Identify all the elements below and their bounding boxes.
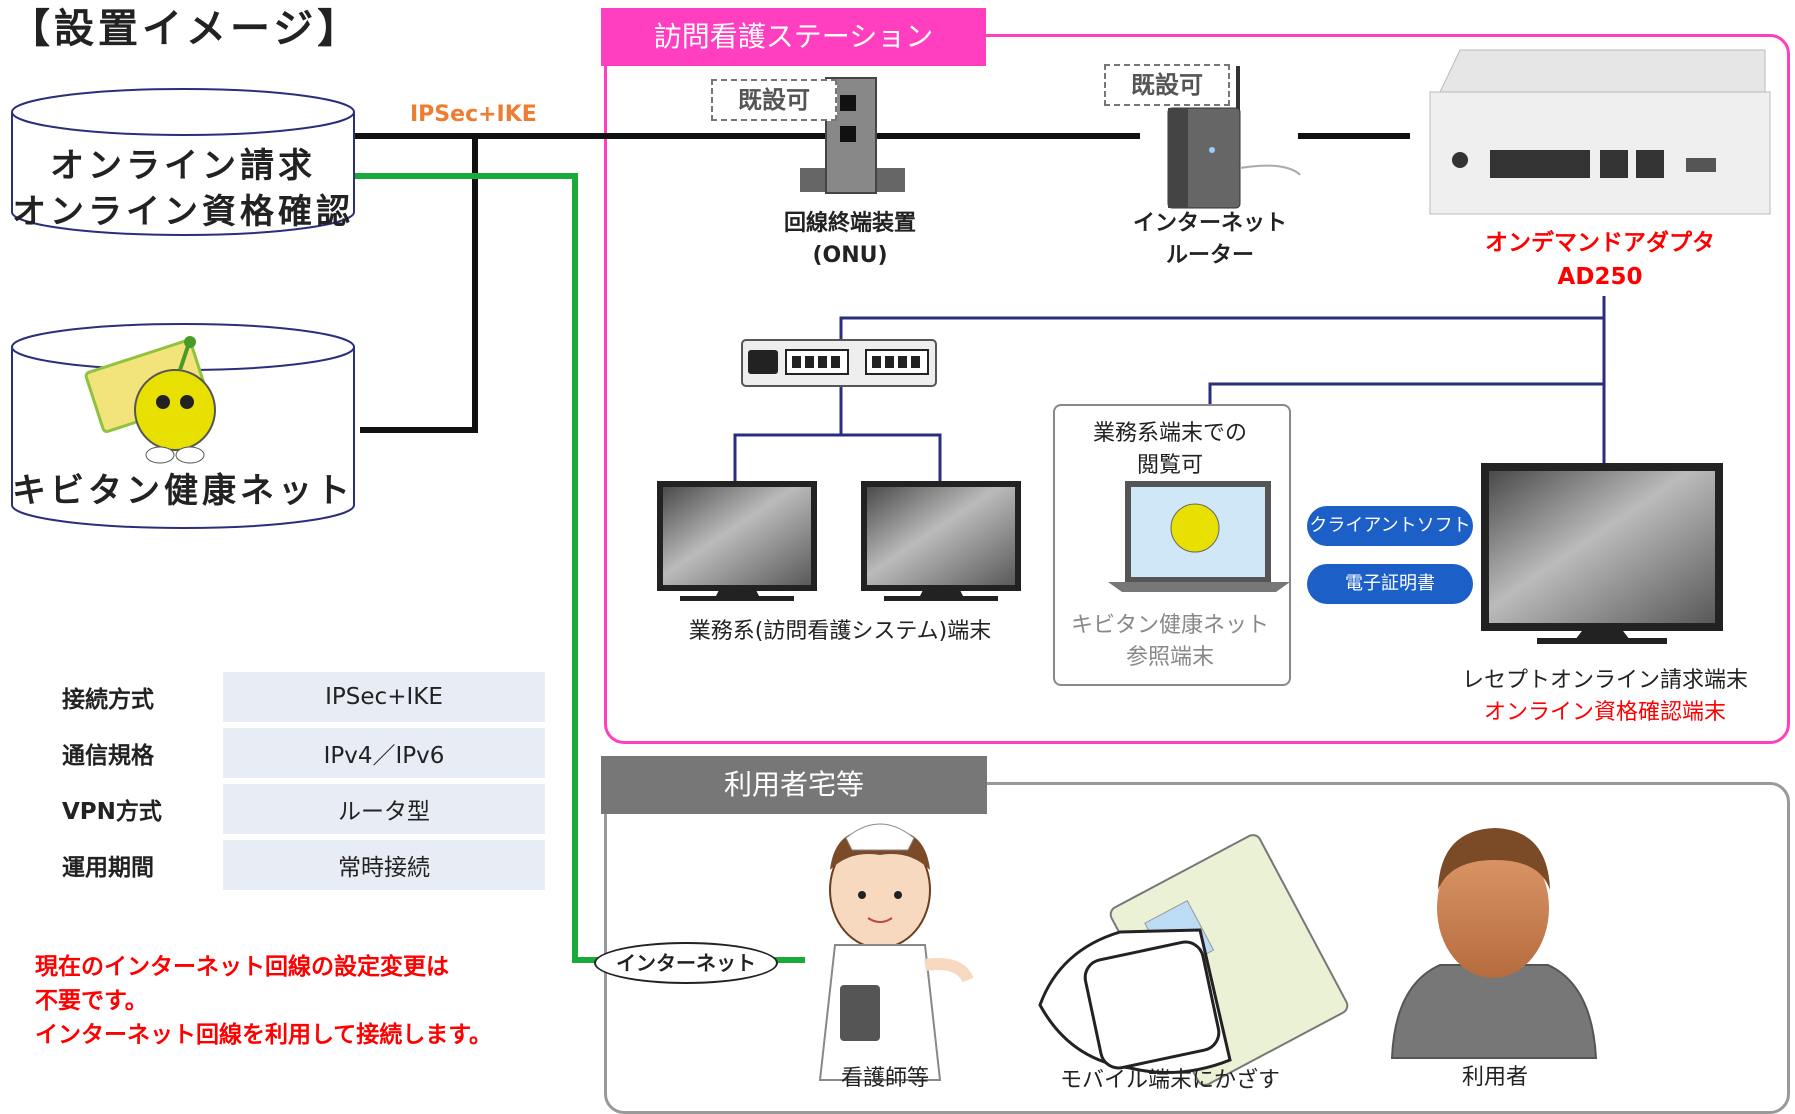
spec-row: 運用期間 常時接続 (12, 840, 545, 890)
spec-value: ルータ型 (223, 784, 545, 834)
client-software-pill: クライアントソフト (1307, 506, 1473, 546)
page-title: 【設置イメージ】 (10, 6, 362, 52)
kibitan-mascot-icon (84, 336, 216, 464)
kibitan-terminal-box (1053, 404, 1291, 686)
mobile-card-icon (1038, 834, 1349, 1086)
ipsec-line (355, 133, 1410, 433)
setup-note-line2: 不要です。 (35, 988, 148, 1014)
setup-note: 現在のインターネット回線の設定変更は 不要です。 インターネット回線を利用して接… (35, 950, 595, 1052)
online-db-line1: オンライン請求 (50, 146, 316, 186)
kibitan-terminal-line2: 参照端末 (1125, 645, 1214, 670)
protocol-label: IPSec+IKE (410, 102, 537, 127)
spec-value: IPv4／IPv6 (223, 728, 545, 778)
spec-table: 接続方式 IPSec+IKE 通信規格 IPv4／IPv6 VPN方式 ルータ型… (12, 666, 545, 896)
home-tab: 利用者宅等 (601, 756, 987, 814)
kibitan-terminal-line1: キビタン健康ネット (1070, 613, 1269, 638)
onu-label-line2: (ONU) (812, 243, 888, 268)
kibitan-db-label: キビタン健康ネット (12, 471, 354, 511)
onu-label: 回線終端装置 (ONU) (740, 208, 960, 272)
router-label-line2: ルーター (1165, 243, 1254, 268)
adapter-label-line2: AD250 (1557, 264, 1643, 290)
laptop-icon (1108, 481, 1290, 592)
internet-badge: インターネット (594, 942, 778, 984)
receipt-terminal-line2: オンライン資格確認端末 (1483, 700, 1726, 725)
spec-value: 常時接続 (223, 840, 545, 890)
adapter-label-line1: オンデマンドアダプタ (1485, 230, 1715, 256)
viewing-label-line1: 業務系端末での (1092, 421, 1247, 446)
home-frame (604, 782, 1790, 1114)
viewing-label-line2: 閲覧可 (1136, 453, 1203, 478)
setup-note-line1: 現在のインターネット回線の設定変更は (35, 954, 449, 980)
spec-key: 接続方式 (62, 687, 154, 713)
existing-ok-router-badge: 既設可 (1104, 64, 1230, 106)
station-tab: 訪問看護ステーション (601, 8, 986, 66)
user-label: 利用者 (1461, 1065, 1528, 1090)
business-monitor-icon (861, 481, 1021, 601)
business-monitor-icon (657, 481, 817, 601)
adapter-device-icon (1429, 49, 1771, 215)
business-terminals-label: 業務系(訪問看護システム)端末 (688, 619, 992, 644)
nurse-label: 看護師等 (840, 1066, 929, 1091)
hub-device-icon (741, 339, 937, 387)
kibitan-terminal-label: キビタン健康ネット 参照端末 (1053, 610, 1287, 674)
router-device-icon (1167, 66, 1301, 209)
spec-key: 運用期間 (62, 855, 154, 881)
receipt-monitor-icon (1481, 463, 1723, 644)
setup-note-line3: インターネット回線を利用して接続します。 (35, 1022, 493, 1048)
onu-label-line1: 回線終端装置 (783, 211, 916, 236)
certificate-pill: 電子証明書 (1307, 564, 1473, 604)
nurse-icon (818, 823, 974, 1081)
mobile-label: モバイル端末にかざす (1059, 1068, 1280, 1093)
station-frame (604, 34, 1790, 744)
spec-row: 通信規格 IPv4／IPv6 (12, 728, 545, 778)
existing-ok-onu-badge: 既設可 (711, 79, 837, 121)
online-db-label: オンライン請求 オンライン資格確認 (10, 143, 356, 235)
spec-value: IPSec+IKE (223, 672, 545, 722)
database-online-cylinder (11, 88, 355, 236)
viewing-label: 業務系端末での 閲覧可 (1053, 418, 1287, 482)
spec-key: 通信規格 (62, 743, 154, 769)
spec-row: 接続方式 IPSec+IKE (12, 672, 545, 722)
spec-row: VPN方式 ルータ型 (12, 784, 545, 834)
adapter-label: オンデマンドアダプタ AD250 (1450, 226, 1750, 294)
user-icon (1390, 828, 1598, 1059)
online-db-line2: オンライン資格確認 (12, 192, 354, 232)
router-label: インターネット ルーター (1100, 208, 1320, 272)
router-label-line1: インターネット (1132, 211, 1287, 236)
spec-key: VPN方式 (62, 799, 162, 825)
receipt-terminal-label: レセプトオンライン請求端末 オンライン資格確認端末 (1420, 665, 1790, 729)
lan-lines (733, 296, 1606, 486)
receipt-terminal-line1: レセプトオンライン請求端末 (1461, 668, 1748, 693)
